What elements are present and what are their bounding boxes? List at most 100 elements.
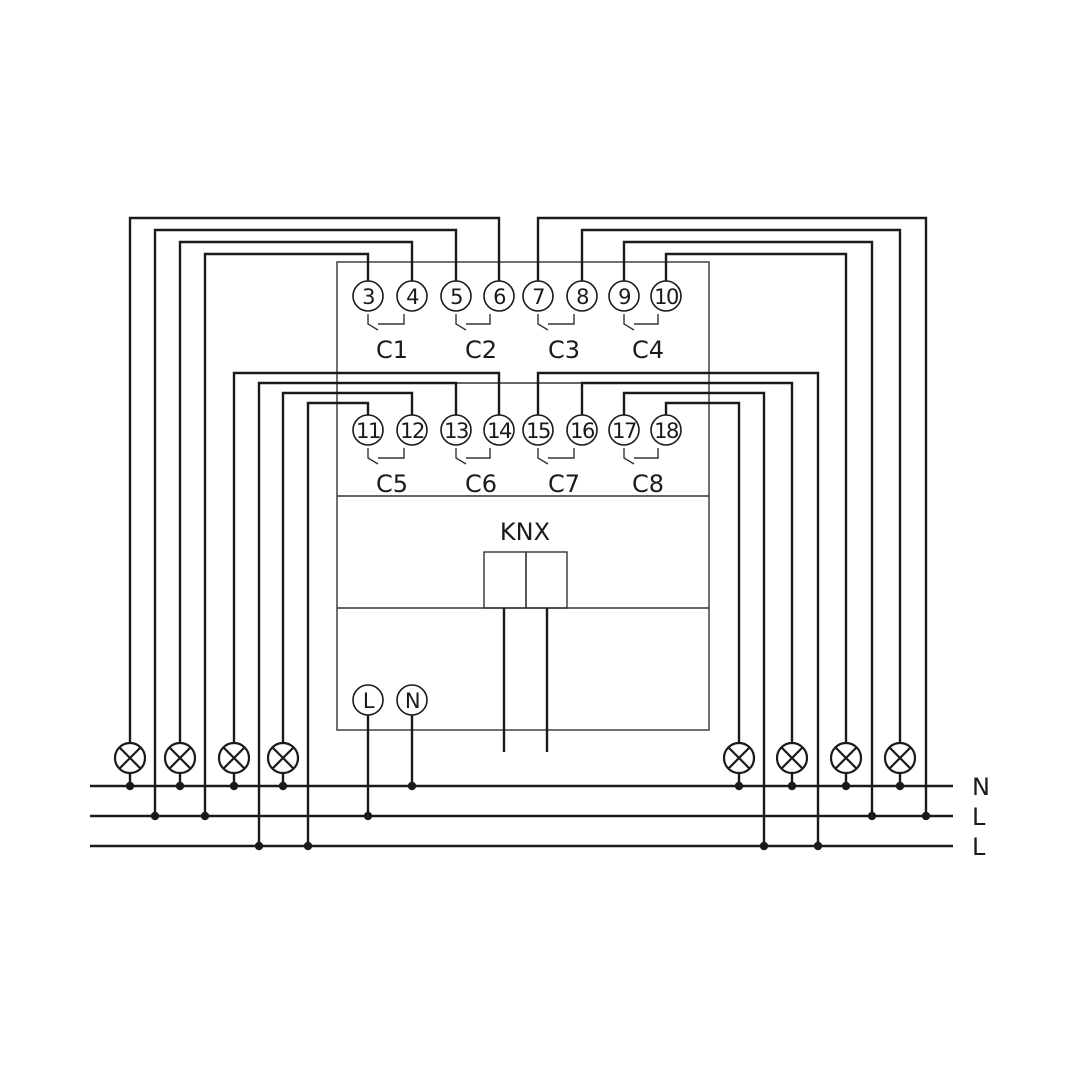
terminal-label: 13	[444, 419, 468, 443]
terminal-label: 12	[400, 419, 424, 443]
bus-label-l2: L	[972, 833, 986, 861]
channel-label-c8: C8	[632, 470, 664, 498]
bus-label-n: N	[972, 773, 990, 801]
junction-dot	[734, 781, 744, 791]
lamp-icon	[266, 741, 300, 775]
terminal-label: 18	[654, 419, 678, 443]
terminal-label: 9	[618, 285, 630, 309]
lamps	[113, 741, 917, 775]
wire-t11-linel2	[306, 401, 370, 846]
wire-t14-lamp3	[232, 371, 501, 742]
wire-t8-lamp8	[580, 228, 902, 742]
contact-c4-b	[634, 314, 659, 325]
bus-lines: N L L	[90, 773, 990, 861]
junction-dot	[200, 811, 210, 821]
junction-dot	[254, 841, 264, 851]
junction-dot	[175, 781, 185, 791]
supply-terminals: L N	[352, 684, 428, 716]
junction-dot	[150, 811, 160, 821]
wire-t12-lamp4	[281, 391, 414, 742]
terminal-label-n: N	[405, 689, 419, 713]
lamp-neutral-leads	[128, 774, 902, 786]
lamp-icon	[722, 741, 756, 775]
channel-label-c4: C4	[632, 336, 664, 364]
terminal-row-top: 3 4 5 6 7 8 9 10	[352, 280, 682, 312]
terminal-n	[396, 684, 428, 716]
channel-label-c7: C7	[548, 470, 580, 498]
terminal-13	[440, 414, 472, 446]
terminal-5	[440, 280, 472, 312]
contact-c7-b	[548, 448, 575, 459]
knx-bus-leads	[502, 608, 549, 752]
channel-labels: C1 C2 C3 C4 C5 C6 C7 C8	[376, 336, 664, 498]
wire-t7-linel	[536, 216, 928, 816]
junction-dot	[895, 781, 905, 791]
terminal-l	[352, 684, 384, 716]
terminal-16	[566, 414, 598, 446]
terminal-9	[608, 280, 640, 312]
lamp-icon	[775, 741, 809, 775]
wire-t18-lamp5	[664, 401, 741, 742]
knx-connector-left	[483, 551, 527, 609]
junction-dot	[303, 841, 313, 851]
terminal-label: 15	[526, 419, 550, 443]
terminal-12	[396, 414, 428, 446]
terminal-label: 7	[532, 285, 544, 309]
junction-dot	[229, 781, 239, 791]
terminal-18	[650, 414, 682, 446]
terminal-11	[352, 414, 384, 446]
wire-t13-linel2	[257, 381, 458, 846]
junction-dot	[921, 811, 931, 821]
terminal-label: 11	[356, 419, 380, 443]
contact-c5-b	[378, 448, 405, 459]
terminal-label: 8	[576, 285, 588, 309]
lamp-icon	[113, 741, 147, 775]
contact-c2-b	[466, 314, 491, 325]
wire-t17-linel2	[622, 391, 766, 846]
wire-t5-linel	[153, 228, 458, 816]
terminal-label: 14	[487, 419, 512, 443]
contact-c3	[537, 314, 549, 331]
channel-label-c2: C2	[465, 336, 497, 364]
terminal-3	[352, 280, 384, 312]
relay-contacts	[367, 314, 659, 465]
junction-dot	[407, 781, 417, 791]
contact-c8-b	[634, 448, 659, 459]
wire-t3-linel	[203, 252, 370, 816]
terminal-label: 10	[654, 285, 678, 309]
terminal-label: 16	[570, 419, 595, 443]
channel-label-c1: C1	[376, 336, 408, 364]
knx-label: KNX	[500, 518, 550, 546]
terminal-label: 4	[406, 285, 419, 309]
contact-c3-b	[548, 314, 575, 325]
contact-c1-b	[378, 314, 405, 325]
wire-t6-lamp1	[128, 216, 501, 742]
terminal-label: 17	[612, 419, 636, 443]
lamp-icon	[829, 741, 863, 775]
junction-dot	[125, 781, 135, 791]
terminal-label-l: L	[363, 689, 375, 713]
contact-c6-b	[466, 448, 491, 459]
knx-connector-right	[525, 551, 568, 609]
channel-label-c6: C6	[465, 470, 497, 498]
junction-dot	[867, 811, 877, 821]
contact-c6	[455, 448, 467, 465]
terminal-4	[396, 280, 428, 312]
contact-c7	[537, 448, 549, 465]
lamp-icon	[883, 741, 917, 775]
terminal-14	[483, 414, 515, 446]
junction-dots	[125, 781, 931, 851]
junction-dot	[787, 781, 797, 791]
lamp-icon	[217, 741, 251, 775]
bus-label-l1: L	[972, 803, 986, 831]
wire-t10-lamp7	[664, 252, 848, 742]
terminal-row-bottom: 11 12 13 14 15 16 17 18	[352, 414, 682, 446]
contact-c1	[367, 314, 379, 331]
wire-t9-linel	[622, 240, 874, 816]
junction-dot	[841, 781, 851, 791]
contact-c4	[623, 314, 635, 331]
terminal-15	[522, 414, 554, 446]
terminal-17	[608, 414, 640, 446]
contact-c2	[455, 314, 467, 331]
